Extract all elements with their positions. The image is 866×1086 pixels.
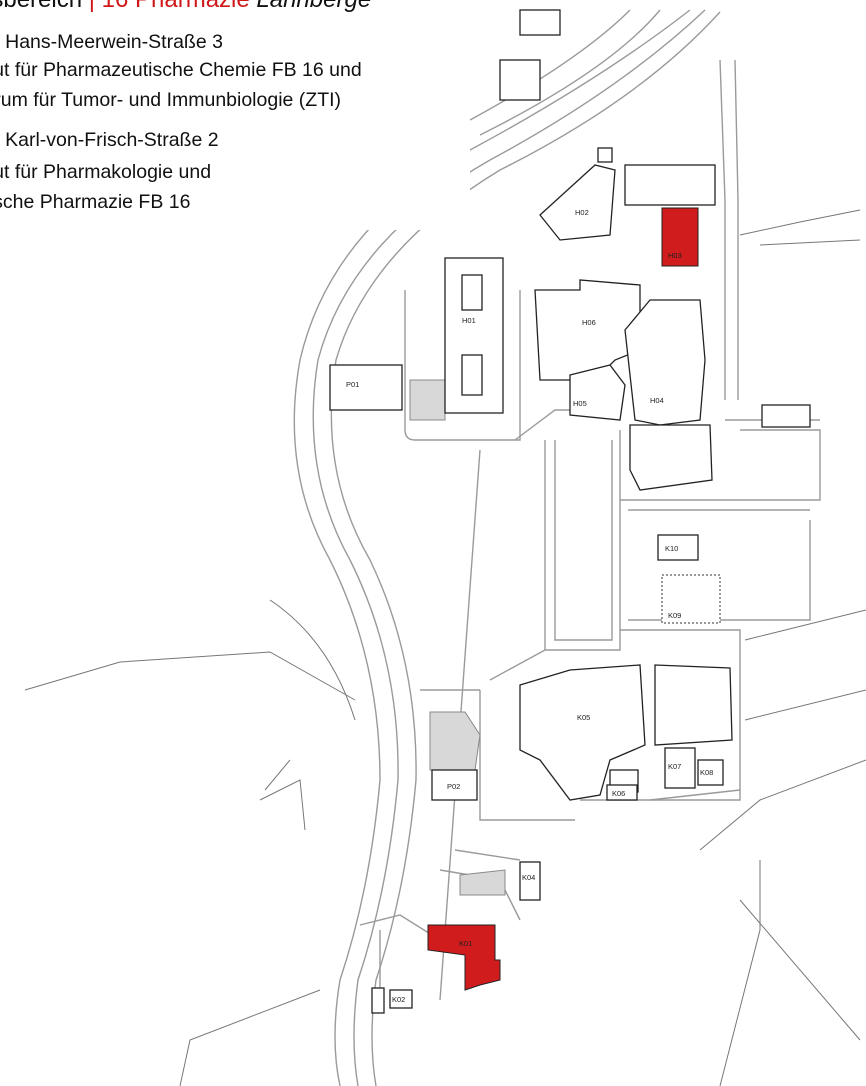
building-h04 — [624, 299, 706, 426]
building-k04 — [519, 861, 541, 901]
entry1-line2: titut für Pharmazeutische Chemie FB 16 u… — [0, 59, 362, 81]
label-k08: K08 — [700, 768, 713, 777]
buildings — [329, 9, 811, 1014]
label-k09: K09 — [668, 611, 681, 620]
label-k04: K04 — [522, 873, 535, 882]
building-labels: H01 H02 H03 H04 H05 H06 P01 P02 K01 K02 … — [346, 208, 713, 1004]
map-legend: nsbereich | 16 Pharmazie Lahnberge 03 Ha… — [0, 0, 470, 230]
label-p02: P02 — [447, 782, 460, 791]
building-k07 — [664, 747, 696, 789]
label-k10: K10 — [665, 544, 678, 553]
label-h03: H03 — [668, 251, 682, 260]
parking-area — [459, 869, 506, 896]
building-h06 — [534, 279, 641, 381]
building-k06 — [606, 784, 638, 801]
building-h02 — [539, 164, 616, 241]
building-k02 — [389, 989, 413, 1009]
building-k08 — [697, 759, 724, 786]
entry1-line1: 03 Hans-Meerwein-Straße 3 — [0, 31, 223, 53]
building-k10 — [657, 534, 699, 561]
label-k01: K01 — [459, 939, 472, 948]
label-h01: H01 — [462, 316, 476, 325]
internal-roads — [359, 59, 821, 1000]
entry2-line1: 03 Karl-von-Frisch-Straße 2 — [0, 129, 219, 151]
legend-header: nsbereich | 16 Pharmazie Lahnberge — [0, 0, 371, 14]
building-k01-highlight — [427, 924, 501, 991]
entry2-line2: titut für Pharmakologie und — [0, 161, 212, 183]
label-k06: K06 — [612, 789, 625, 798]
building-k09 — [661, 574, 721, 624]
label-k07: K07 — [668, 762, 681, 771]
label-h02: H02 — [575, 208, 589, 217]
building-p01 — [329, 364, 403, 411]
label-h05: H05 — [573, 399, 587, 408]
parking-area — [429, 711, 481, 771]
header-red: 16 Pharmazie — [95, 0, 256, 13]
terrain-lines — [24, 209, 866, 1086]
label-h04: H04 — [650, 396, 664, 405]
building-p02 — [431, 769, 478, 801]
header-black: nsbereich — [0, 0, 89, 13]
building-k05 — [519, 664, 646, 801]
header-italic: Lahnberge — [256, 0, 371, 13]
label-k05: K05 — [577, 713, 590, 722]
label-k02: K02 — [392, 995, 405, 1004]
building-h03-highlight — [661, 207, 699, 267]
label-p01: P01 — [346, 380, 359, 389]
building-h05 — [569, 364, 626, 421]
header-sep: | — [89, 0, 95, 13]
entry2-line3: nische Pharmazie FB 16 — [0, 191, 191, 213]
entry1-line3: ntrum für Tumor- und Immunbiologie (ZTI) — [0, 89, 342, 111]
label-h06: H06 — [582, 318, 596, 327]
parking-area — [409, 379, 446, 421]
